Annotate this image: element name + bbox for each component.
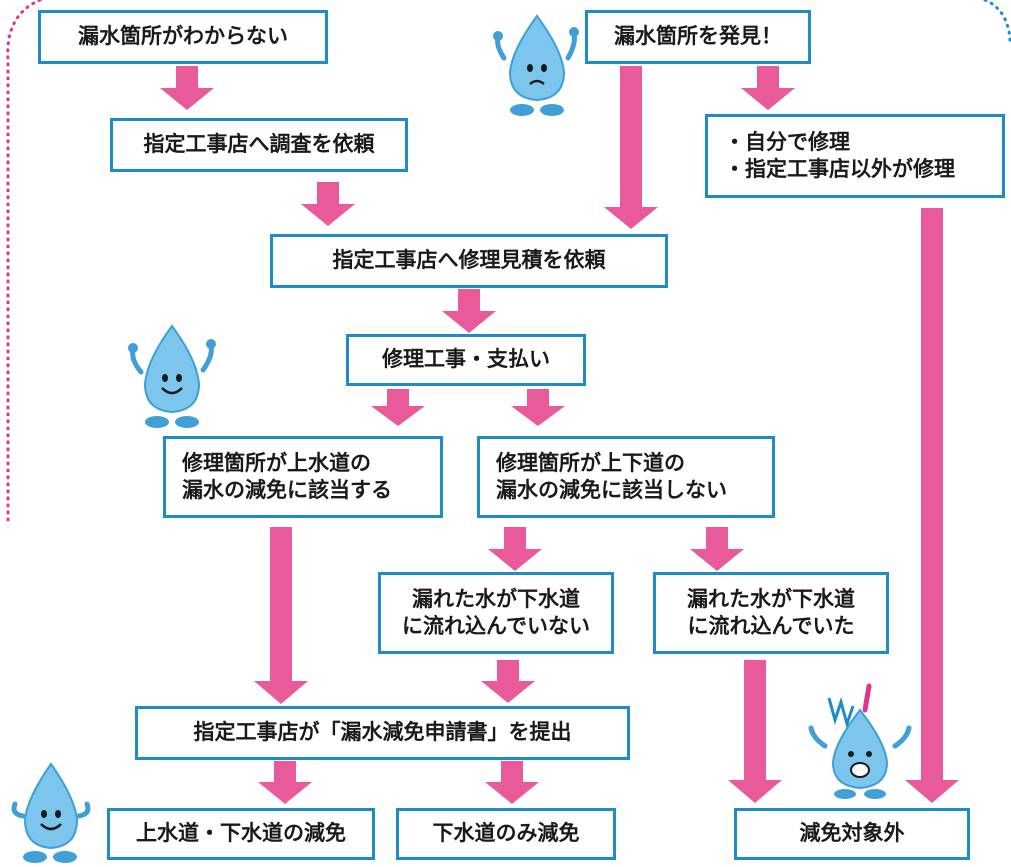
self-repair-line-1: ・自分で修理 (724, 129, 850, 154)
flowed-box: 漏れた水が下水道 に流れ込んでいた (653, 572, 889, 654)
reduction-not-applies-box: 修理箇所が上下道の 漏水の減免に該当しない (477, 436, 775, 518)
leak-found-label: 漏水箇所を発見！ (614, 24, 782, 49)
submit-application-label: 指定工事店が「漏水減免申請書」を提出 (193, 720, 572, 745)
not-flowed-line-2: に流れ込んでいない (402, 614, 590, 638)
happy-drop-middle-icon (128, 324, 216, 428)
request-survey-box: 指定工事店へ調査を依頼 (110, 118, 408, 172)
both-reduction-label: 上水道・下水道の減免 (136, 821, 346, 846)
leak-found-box: 漏水箇所を発見！ (585, 10, 811, 64)
both-reduction-box: 上水道・下水道の減免 (107, 808, 375, 860)
leak-unknown-label: 漏水箇所がわからない (78, 24, 288, 49)
not-eligible-box: 減免対象外 (734, 808, 970, 860)
request-survey-label: 指定工事店へ調査を依頼 (143, 132, 375, 157)
flowed-line-1: 漏れた水が下水道 (687, 586, 855, 611)
worried-drop-icon (493, 14, 579, 116)
reduction-not-applies-line-1: 修理箇所が上下道の (496, 450, 685, 475)
flowed-line-2: に流れ込んでいた (687, 614, 855, 638)
repair-payment-label: 修理工事・支払い (382, 347, 550, 372)
self-repair-line-2: ・指定工事店以外が修理 (724, 157, 955, 181)
submit-application-box: 指定工事店が「漏水減免申請書」を提出 (135, 706, 630, 760)
reduction-applies-line-2: 漏水の減免に該当する (182, 478, 392, 502)
request-estimate-box: 指定工事店へ修理見積を依頼 (270, 234, 668, 288)
sewer-only-label: 下水道のみ減免 (432, 821, 580, 846)
happy-drop-bottom-icon (11, 762, 91, 863)
reduction-applies-box: 修理箇所が上水道の 漏水の減免に該当する (163, 436, 443, 518)
not-flowed-box: 漏れた水が下水道 に流れ込んでいない (378, 572, 614, 654)
not-eligible-label: 減免対象外 (799, 821, 905, 846)
shocked-drop-icon (808, 683, 912, 799)
request-estimate-label: 指定工事店へ修理見積を依頼 (332, 248, 606, 273)
leak-unknown-box: 漏水箇所がわからない (38, 10, 328, 64)
self-repair-box: ・自分で修理 ・指定工事店以外が修理 (705, 114, 1005, 198)
not-flowed-line-1: 漏れた水が下水道 (412, 586, 580, 611)
repair-payment-box: 修理工事・支払い (346, 334, 586, 386)
reduction-not-applies-line-2: 漏水の減免に該当しない (496, 478, 727, 502)
reduction-applies-line-1: 修理箇所が上水道の (182, 450, 371, 475)
sewer-only-box: 下水道のみ減免 (396, 808, 616, 860)
